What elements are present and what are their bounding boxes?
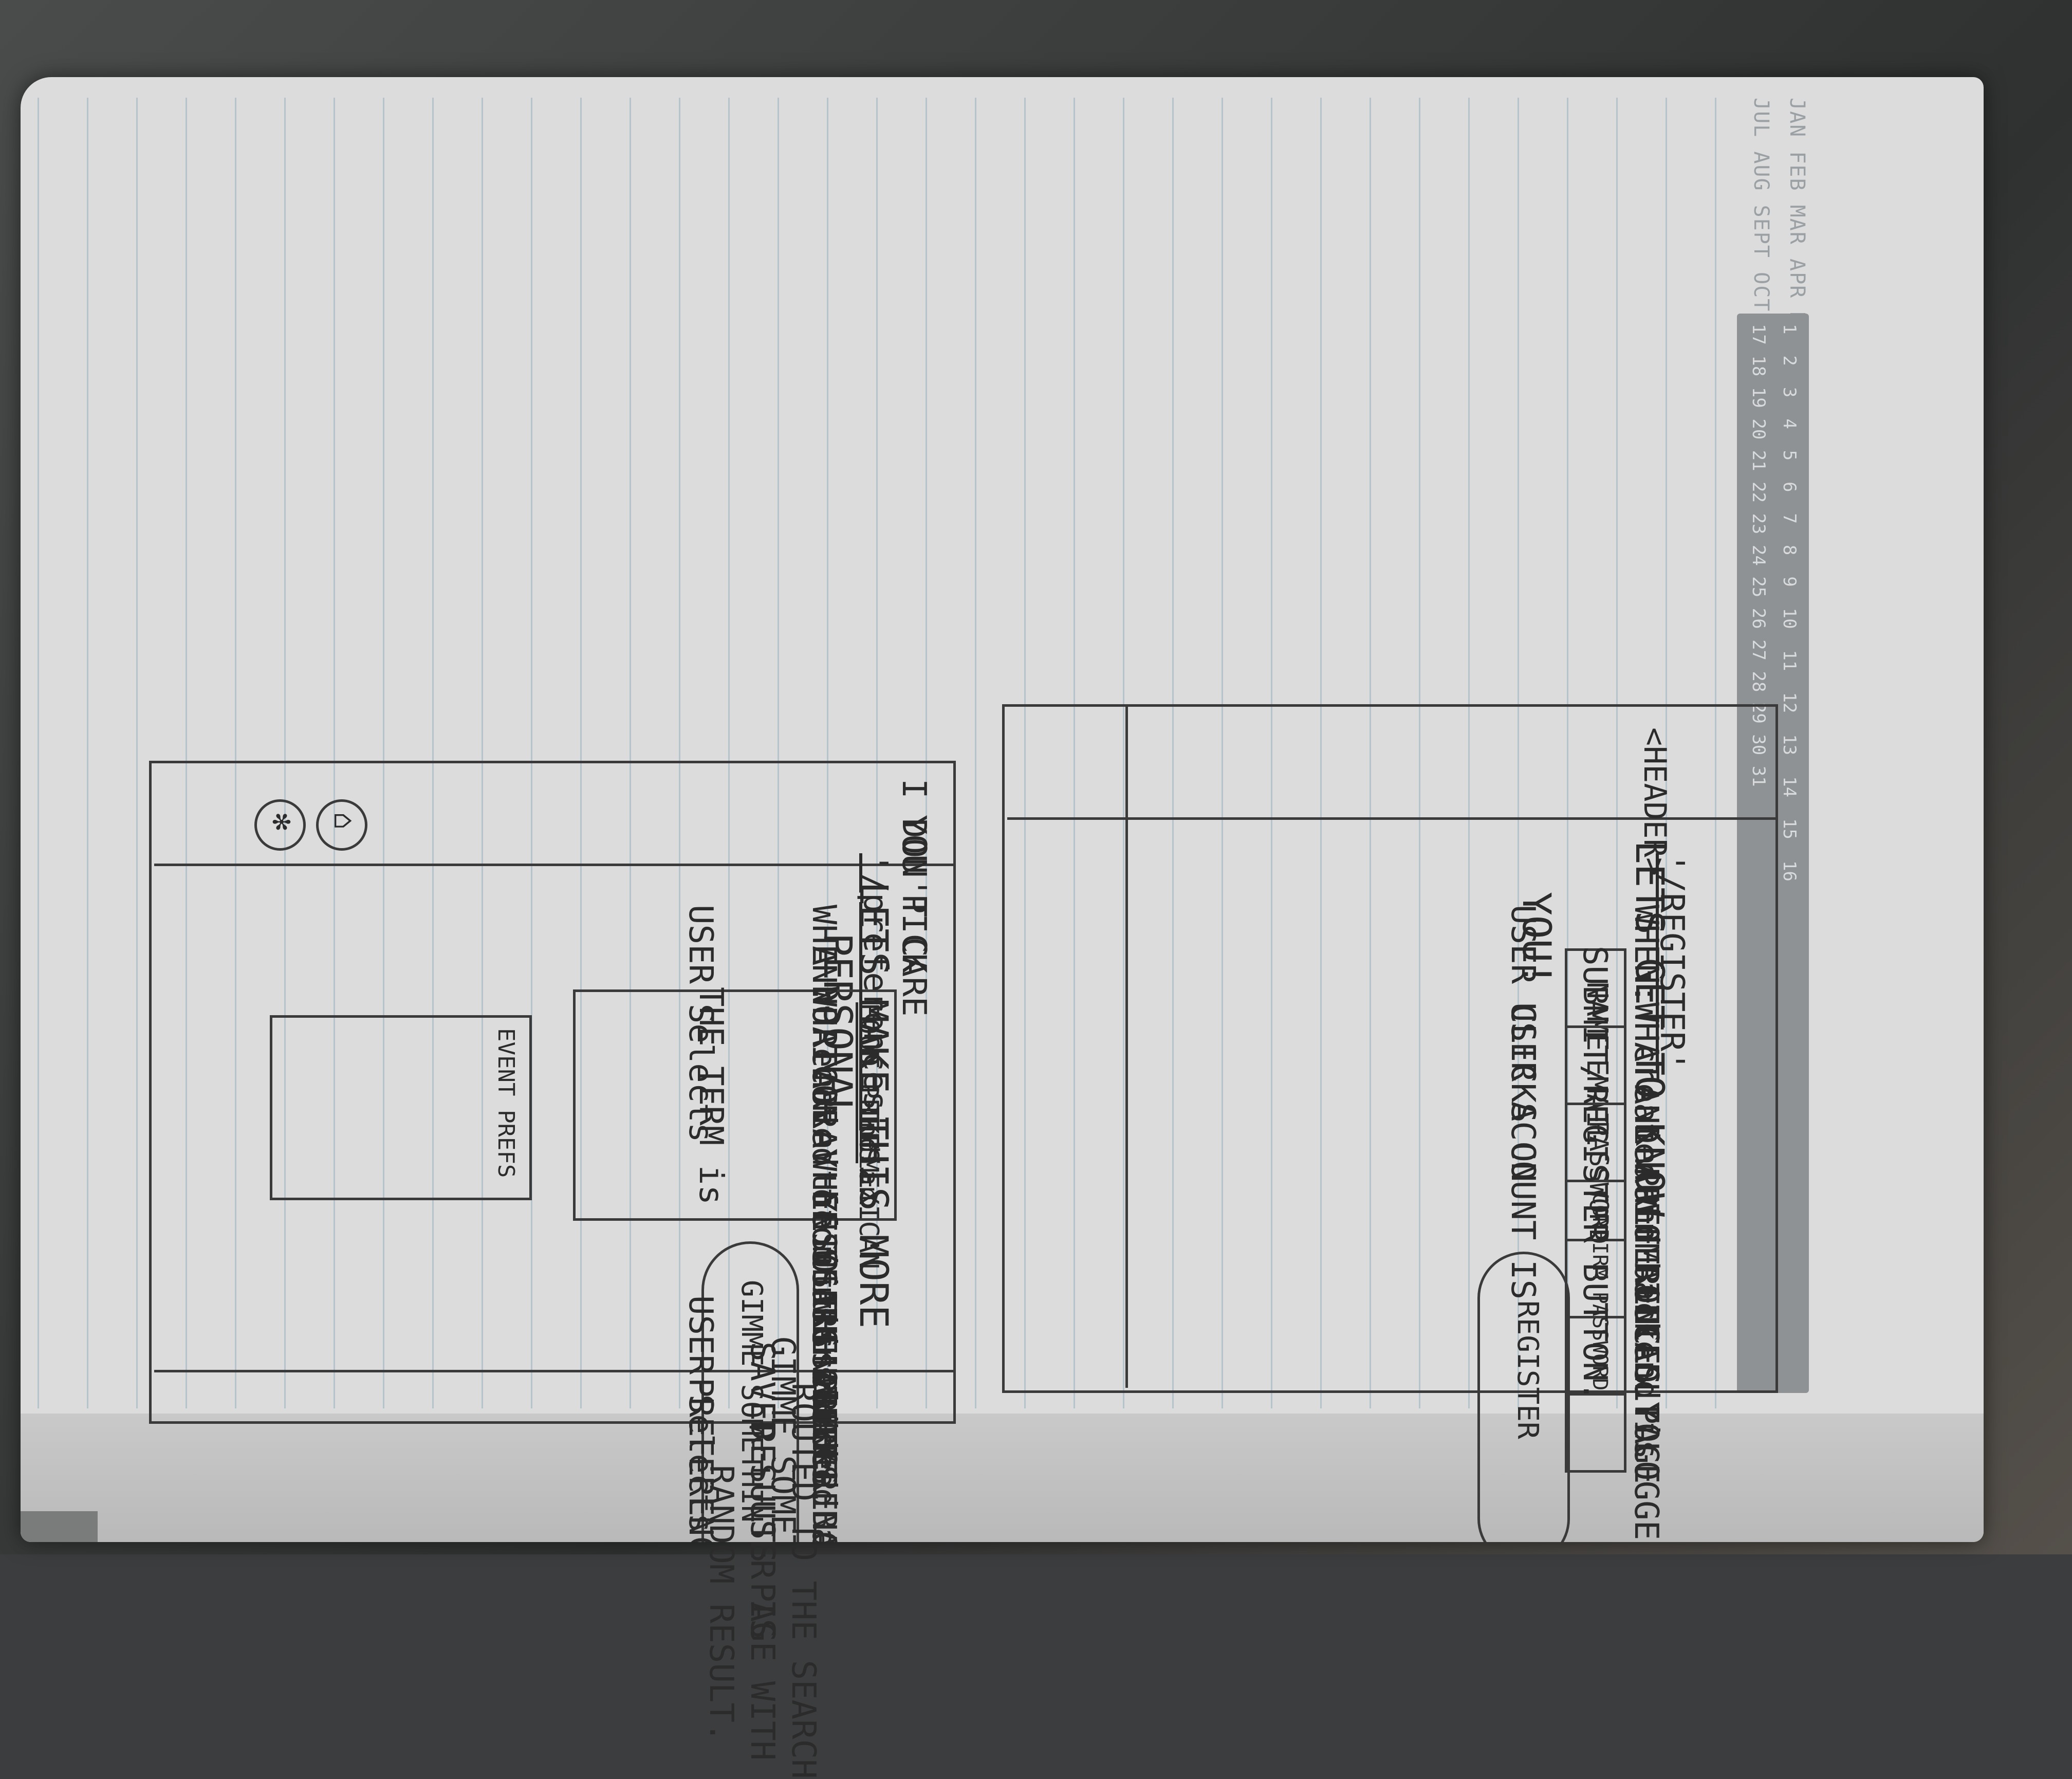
note-gimme-what-text-4: RESULTS PAGE WITH [743, 1424, 781, 1761]
gutter-tab [21, 1511, 98, 1542]
note-gimme-what-text-5: RANDOM RESULT. [702, 1465, 740, 1743]
notebook-page: JAN FEB MAR APR MAY JUN JUL AUG SEPT OCT… [21, 77, 1984, 1542]
ruled-line [87, 98, 88, 1408]
ruled-line [38, 98, 39, 1408]
sketch-overflow-notes: SAVED + USER IS ROUTED TO THE SEARCH RES… [103, 21, 1912, 1779]
note-gimme-what-text-3: ROUTED TO THE SEARCH [784, 1383, 822, 1779]
page-gutter [21, 1414, 1984, 1542]
